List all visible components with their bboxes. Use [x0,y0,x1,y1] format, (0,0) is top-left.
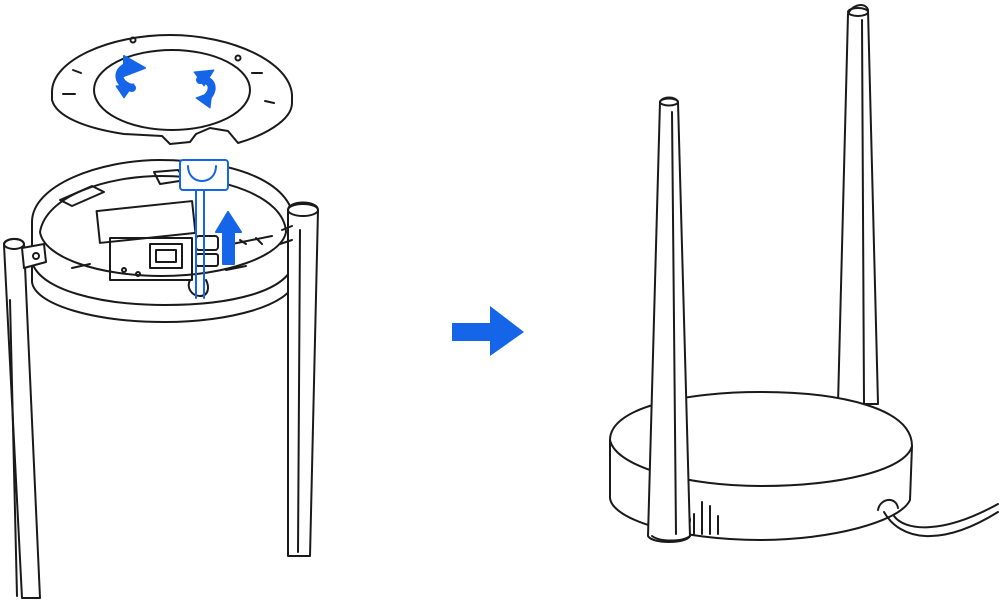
arrow-up-icon [215,211,242,265]
antenna-front [647,96,691,543]
router-base-open [31,159,295,323]
leg-left-clip [21,243,47,269]
cover-plate [51,34,294,145]
rotate-clockwise-icon [193,69,216,109]
rotate-counterclockwise-icon [115,55,146,99]
leg-left [3,237,41,599]
leg-right [279,201,319,557]
arrow-right-icon [452,306,524,356]
latch-tab [179,159,229,299]
left-panel [3,34,319,599]
right-panel [609,4,999,543]
cable [883,503,999,537]
antenna-back [837,4,879,405]
